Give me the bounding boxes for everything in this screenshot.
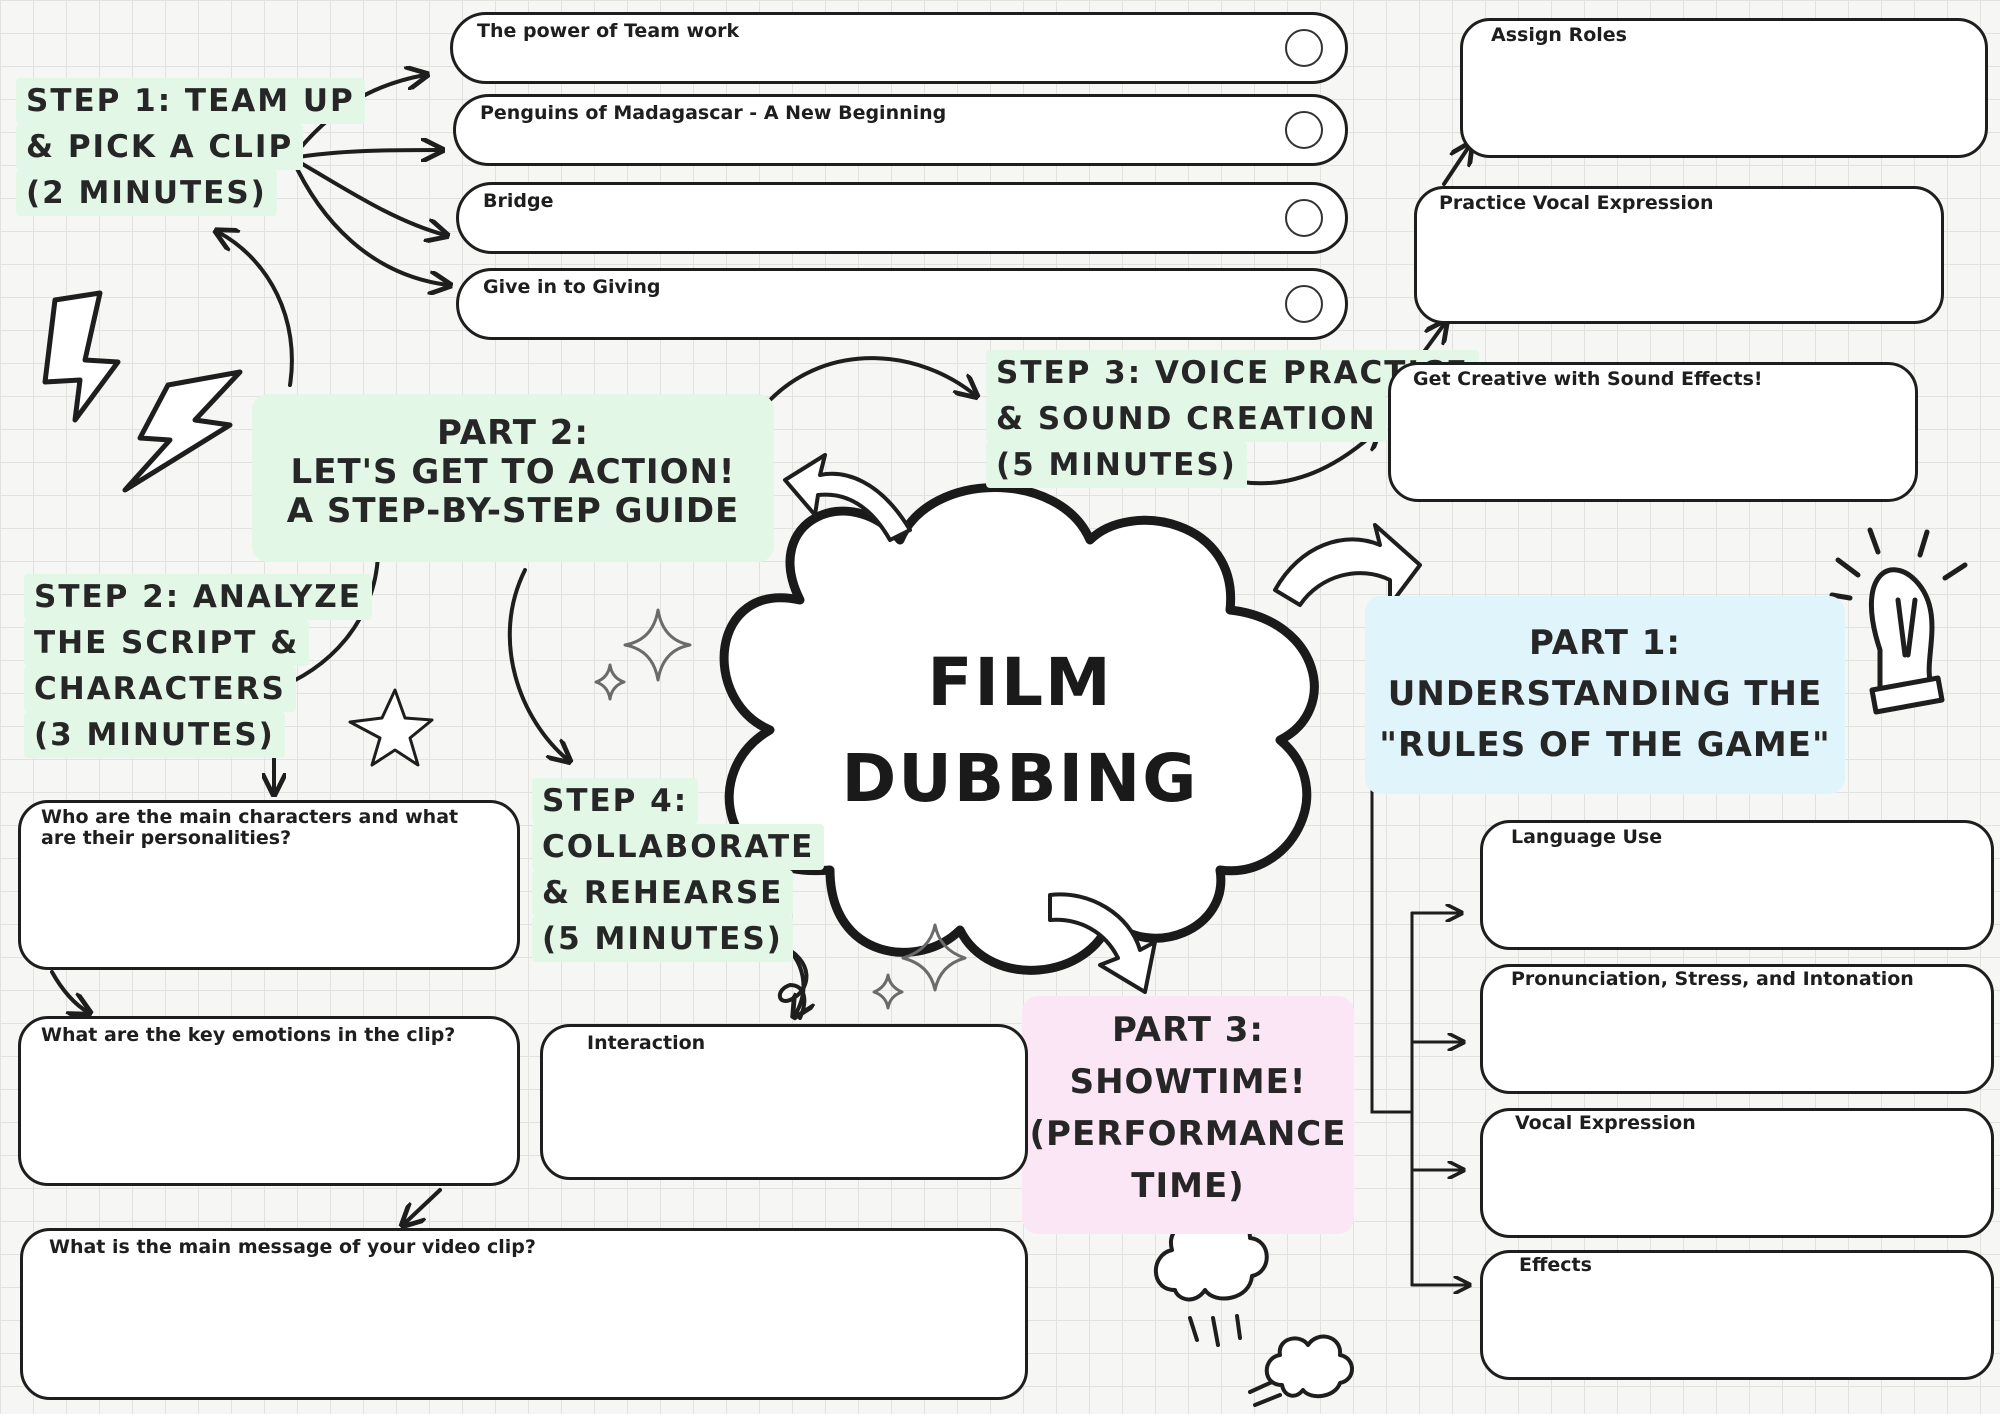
step4-label: STEP 4: COLLABORATE & REHEARSE (5 MINUTE… [532,778,825,962]
part1-title: PART 1: UNDERSTANDING THE "RULES OF THE … [1379,623,1831,765]
cloud-icon [1153,1213,1354,1399]
step3-line3: (5 MINUTES) [986,442,1247,488]
clip-option-label: Give in to Giving [483,276,661,298]
clip-option-label: Bridge [483,190,554,212]
step4-line3: & REHEARSE [532,870,794,916]
voice-task-label: Practice Vocal Expression [1439,192,1714,214]
part3-title: PART 3: SHOWTIME! (PERFORMANCE TIME) [1029,1010,1347,1206]
step3-line2: & SOUND CREATION [986,396,1387,442]
step1-line2: & PICK A CLIP [16,124,304,170]
question-label: Who are the main characters and what are… [41,806,459,849]
step2-line3: CHARACTERS [24,666,296,712]
step2-line2: THE SCRIPT & [24,620,310,666]
rule-box-vocal-expression[interactable]: Vocal Expression [1480,1108,1994,1238]
loop-arrow-icon [777,943,809,1020]
clip-option-label: The power of Team work [477,20,740,42]
rule-box-pronunciation[interactable]: Pronunciation, Stress, and Intonation [1480,964,1994,1094]
clip-radio-button[interactable] [1285,285,1323,323]
clip-option-2[interactable]: Penguins of Madagascar - A New Beginning [453,94,1348,166]
lightbulb-icon [1829,527,1968,715]
question-label: What is the main message of your video c… [49,1236,536,1258]
curved-arrow-icon [783,453,1422,994]
clip-option-3[interactable]: Bridge [456,182,1348,254]
clip-radio-button[interactable] [1285,111,1323,149]
step1-line3: (2 MINUTES) [16,170,277,216]
rule-label: Pronunciation, Stress, and Intonation [1511,968,1914,990]
voice-task-vocal-expression[interactable]: Practice Vocal Expression [1414,186,1944,324]
step4-line2: COLLABORATE [532,824,825,870]
rule-label: Vocal Expression [1515,1112,1696,1134]
step2-line1: STEP 2: ANALYZE [24,574,372,620]
interaction-label: Interaction [587,1032,706,1054]
lightning-icon [42,290,243,493]
step4-line4: (5 MINUTES) [532,916,793,962]
step4-line1: STEP 4: [532,778,699,824]
step1-line1: STEP 1: TEAM UP [16,78,365,124]
question-box-emotions[interactable]: What are the key emotions in the clip? [18,1016,520,1186]
sparkle-icon [594,608,967,1010]
part1-highlight [1365,596,1845,794]
rule-box-language-use[interactable]: Language Use [1480,820,1994,950]
speed-lines [1188,1314,1282,1407]
step2-line4: (3 MINUTES) [24,712,285,758]
part2-highlight [252,394,774,562]
clip-option-4[interactable]: Give in to Giving [456,268,1348,340]
part3-highlight [1022,996,1354,1234]
step1-label: STEP 1: TEAM UP & PICK A CLIP (2 MINUTES… [16,78,365,216]
question-label: What are the key emotions in the clip? [41,1024,456,1046]
rule-box-effects[interactable]: Effects [1480,1250,1994,1380]
step2-label: STEP 2: ANALYZE THE SCRIPT & CHARACTERS … [24,574,372,758]
voice-task-label: Assign Roles [1491,24,1627,46]
clip-radio-button[interactable] [1285,29,1323,67]
clip-option-1[interactable]: The power of Team work [450,12,1348,84]
star-icon [348,688,434,767]
question-box-characters[interactable]: Who are the main characters and what are… [18,800,520,970]
rules-bracket [1370,788,1468,1285]
step-flow-arrows [507,145,1470,1015]
voice-task-assign-roles[interactable]: Assign Roles [1460,18,1988,158]
clip-radio-button[interactable] [1285,199,1323,237]
rule-label: Effects [1519,1254,1592,1276]
center-cloud-shape [719,483,1319,975]
interaction-box[interactable]: Interaction [540,1024,1028,1180]
clip-option-label: Penguins of Madagascar - A New Beginning [480,102,947,124]
voice-task-sound-effects[interactable]: Get Creative with Sound Effects! [1388,362,1918,502]
question-box-message[interactable]: What is the main message of your video c… [20,1228,1028,1400]
rule-label: Language Use [1511,826,1663,848]
voice-task-label: Get Creative with Sound Effects! [1413,368,1763,390]
part2-title: PART 2: LET'S GET TO ACTION! A STEP-BY-S… [286,413,740,531]
center-title: FILM DUBBING [841,644,1199,817]
